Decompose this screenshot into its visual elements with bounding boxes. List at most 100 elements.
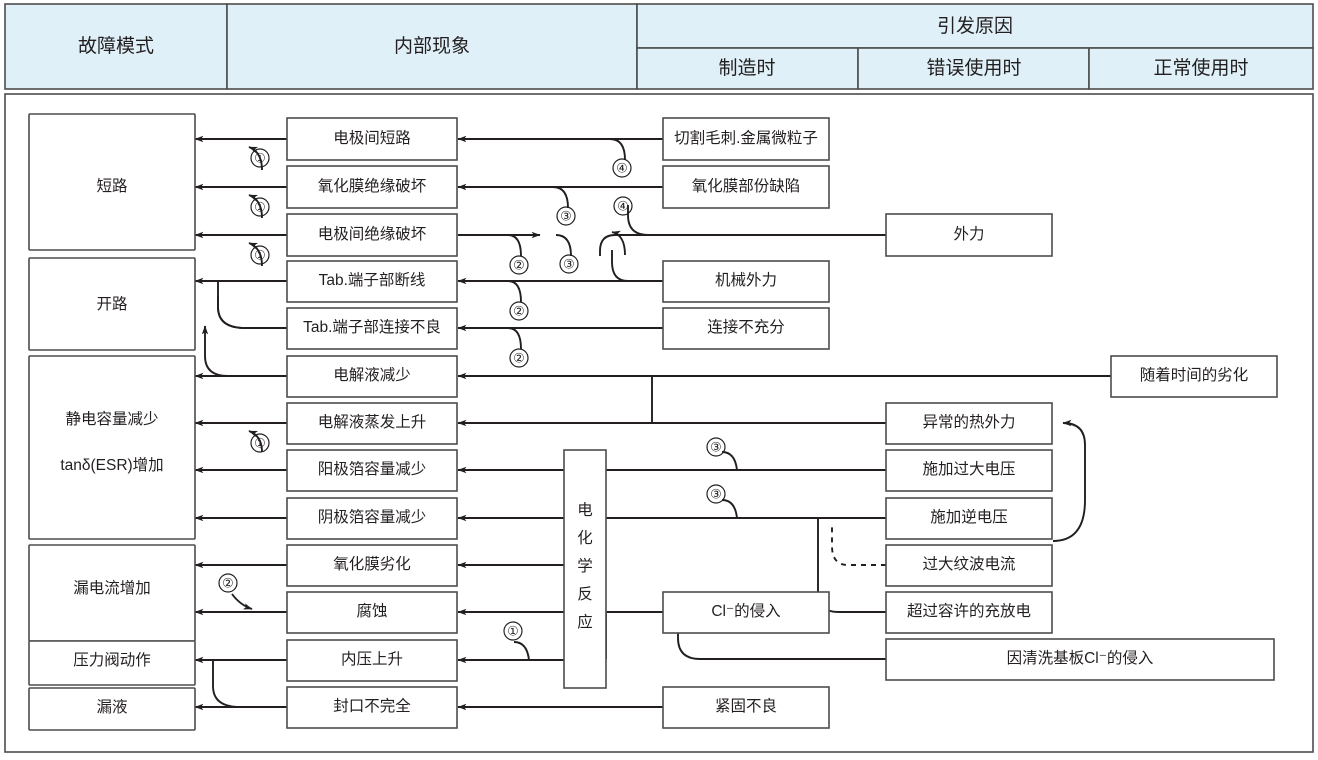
phenomenon-box-11[interactable] <box>286 639 458 682</box>
failure-mode-box-short[interactable] <box>28 113 196 251</box>
phenomenon-box-6[interactable] <box>286 402 458 445</box>
failure-mode-label-pressure-valve: 压力阀动作 <box>73 651 151 669</box>
marker-3b: ③ <box>559 254 579 274</box>
cause-box-time-degradation[interactable] <box>1110 355 1278 398</box>
cause-label-external-force: 外力 <box>953 225 984 243</box>
reaction-box[interactable] <box>563 449 607 689</box>
marker-3a: ③ <box>556 206 576 226</box>
marker-label-2d: ② <box>513 350 525 365</box>
phenomenon-box-12[interactable] <box>286 686 458 729</box>
link-seal-incomplete-riser <box>212 660 287 708</box>
phenomenon-box-3[interactable] <box>286 260 458 303</box>
reaction-label-char-1: 化 <box>577 529 593 547</box>
reaction-label-char-4: 应 <box>577 612 593 631</box>
phenomenon-box-9[interactable] <box>286 544 458 587</box>
cause-box-insufficient-connection[interactable] <box>662 307 830 350</box>
header-cell-cause-misuse <box>857 47 1090 90</box>
reaction-label-char-0: 电 <box>577 501 593 519</box>
marker-label-4a: ④ <box>616 160 628 175</box>
marker-3c: ③ <box>706 437 726 457</box>
header-label-cause-group: 引发原因 <box>937 15 1013 37</box>
failure-mode-label-liquid-leak: 漏液 <box>96 698 127 716</box>
marker-label-1c: ① <box>254 247 266 262</box>
cause-label-mechanical-force: 机械外力 <box>715 271 777 289</box>
failure-mode-box-open[interactable] <box>28 257 196 351</box>
cause-box-burr[interactable] <box>662 117 830 161</box>
header-label-cause-normal: 正常使用时 <box>1153 57 1248 79</box>
failure-mode-box-pressure-valve[interactable] <box>28 640 196 686</box>
marker-label-2a: ② <box>222 575 234 590</box>
phenomenon-box-1[interactable] <box>286 165 458 209</box>
cause-box-abnormal-heat[interactable] <box>885 402 1053 445</box>
cause-label-reverse-voltage: 施加逆电压 <box>930 508 1008 526</box>
cause-label-burr: 切割毛刺.金属微粒子 <box>674 129 818 147</box>
link-electrolyte-decrease-riser <box>201 325 287 377</box>
cause-box-loose-fastening[interactable] <box>662 686 830 729</box>
phenomenon-box-8[interactable] <box>286 497 458 540</box>
cause-box-overvoltage[interactable] <box>885 449 1053 492</box>
diagram-frame <box>4 93 1314 753</box>
cause-box-external-force[interactable] <box>885 213 1053 257</box>
link-tab-bad-connect-riser2 <box>217 296 287 329</box>
sequence-markers: ① ① ① ① ① ② ② ② <box>218 148 726 641</box>
marker-label-1d: ① <box>254 435 266 450</box>
table-header: 故障模式 内部现象 引发原因 制造时 错误使用时 正常使用时 <box>4 3 1314 90</box>
marker-3d: ③ <box>706 484 726 504</box>
hook-1b <box>248 194 263 219</box>
marker-4b: ④ <box>613 196 633 216</box>
marker-2d: ② <box>509 348 529 368</box>
link-ripple-dashed <box>831 523 886 566</box>
marker-1a: ① <box>250 148 270 168</box>
phenomenon-label-1: 氧化膜绝缘破坏 <box>318 177 427 195</box>
phenomenon-box-2[interactable] <box>286 213 458 257</box>
cause-box-cl-intrusion[interactable] <box>662 591 830 634</box>
phenomenon-label-3: Tab.端子部断线 <box>319 271 426 289</box>
phenomenon-box-10[interactable] <box>286 591 458 634</box>
cause-box-oxide-defect[interactable] <box>662 165 830 209</box>
phenomenon-box-7[interactable] <box>286 449 458 492</box>
hook-1e <box>513 641 530 661</box>
link-ext-force-branch <box>599 234 663 256</box>
hook-3a <box>552 186 569 209</box>
link-tab-bad-connect-riser <box>217 281 287 329</box>
failure-mode-label-short: 短路 <box>96 177 128 195</box>
cause-label-time-degradation: 随着时间的劣化 <box>1140 366 1249 384</box>
phenomenon-label-2: 电极间绝缘破坏 <box>318 225 427 243</box>
marker-label-3d: ③ <box>710 486 722 501</box>
hook-3b <box>555 234 572 257</box>
header-cell-cause-group <box>636 3 1314 49</box>
hook-4b <box>611 230 626 256</box>
phenomenon-box-0[interactable] <box>286 117 458 161</box>
cause-box-cleaning-cl-intrusion[interactable] <box>885 638 1275 681</box>
hook-4a <box>609 138 626 161</box>
cause-box-overcharge-discharge[interactable] <box>885 591 1053 634</box>
phenomenon-label-6: 电解液蒸发上升 <box>318 413 427 431</box>
failure-mode-label-capacitance-2: tanδ(ESR)增加 <box>60 456 163 474</box>
failure-mode-box-liquid-leak[interactable] <box>28 687 196 731</box>
cause-label-excessive-ripple: 过大纹波电流 <box>922 555 1015 573</box>
cause-column-manufacturing: 切割毛刺.金属微粒子 氧化膜部份缺陷 机械外力 连接不充分 Cl⁻的侵入 紧固不… <box>662 117 830 729</box>
reaction-column: 电 化 学 反 应 <box>563 449 607 689</box>
marker-label-3a: ③ <box>560 208 572 223</box>
marker-1d: ① <box>250 433 270 453</box>
hook-3c <box>721 451 738 471</box>
marker-1e: ① <box>503 621 523 641</box>
cause-label-overvoltage: 施加过大电压 <box>922 460 1015 478</box>
phenomenon-box-4[interactable] <box>286 307 458 350</box>
cause-box-excessive-ripple[interactable] <box>885 544 1053 587</box>
failure-mode-box-capacitance[interactable] <box>28 355 196 540</box>
phenomenon-box-5[interactable] <box>286 355 458 398</box>
link-external-force-up <box>627 205 649 236</box>
marker-4a: ④ <box>612 158 632 178</box>
header-label-failure-mode: 故障模式 <box>78 35 154 57</box>
cause-label-loose-fastening: 紧固不良 <box>715 697 777 715</box>
marker-label-2c: ② <box>513 303 525 318</box>
failure-mode-label-leakage-current: 漏电流增加 <box>73 579 151 597</box>
cause-box-reverse-voltage[interactable] <box>885 497 1053 540</box>
hook-3d <box>721 499 738 519</box>
marker-label-1a: ① <box>254 150 266 165</box>
cause-box-mechanical-force[interactable] <box>662 260 830 303</box>
header-label-cause-misuse: 错误使用时 <box>926 57 1021 79</box>
marker-label-2b: ② <box>513 257 525 272</box>
failure-mode-label-open: 开路 <box>96 295 128 313</box>
